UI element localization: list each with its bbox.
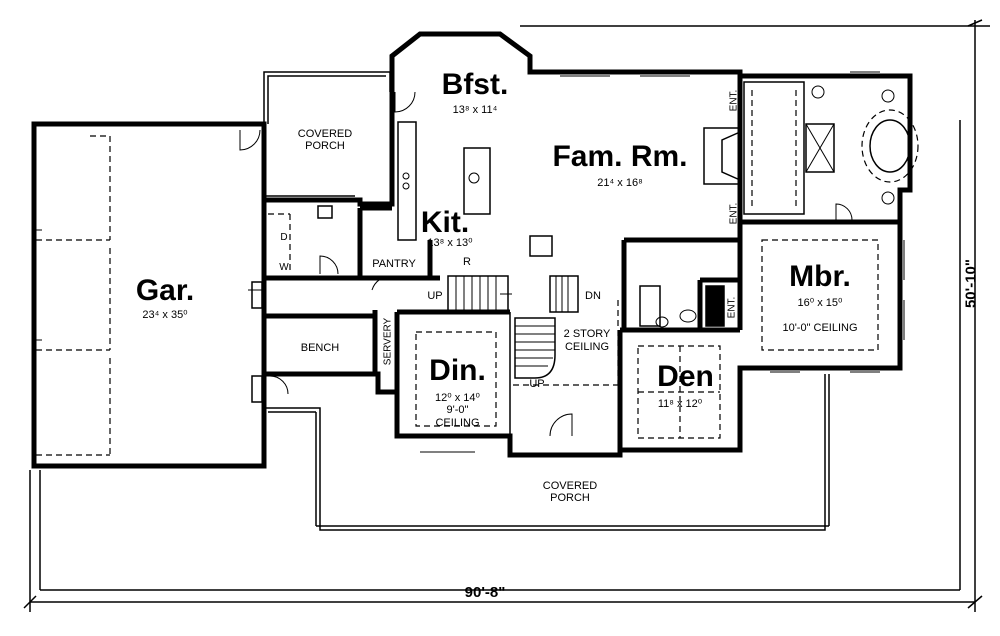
- family-room-dims: 21⁴ x 16⁸: [597, 177, 643, 189]
- dining-ceiling-label: CEILING: [435, 417, 480, 429]
- two-story-label-1: 2 STORY: [563, 328, 611, 340]
- door-markers: [251, 281, 263, 403]
- master-suite-fixtures: [743, 81, 919, 351]
- servery-label: SERVERY: [382, 317, 394, 366]
- r-label: R: [463, 256, 471, 268]
- two-story-label-2: CEILING: [564, 341, 609, 353]
- w-label: W: [279, 262, 289, 273]
- kitchen-fixtures: [394, 91, 491, 241]
- garage-name: Gar.: [135, 274, 195, 307]
- bench-label: BENCH: [300, 342, 340, 354]
- rear-porch-label-2: PORCH: [305, 140, 345, 152]
- breakfast-dims: 13⁸ x 11⁴: [452, 104, 498, 116]
- overall-dimension-lines: [23, 19, 990, 612]
- overall-width: 90'-8": [464, 584, 506, 601]
- ent-label-2: ENT.: [728, 202, 740, 225]
- dining-name: Din.: [429, 354, 486, 387]
- den-name: Den: [657, 360, 714, 393]
- main-house-walls: [261, 31, 913, 458]
- master-bedroom-ceiling: 10'-0" CEILING: [782, 322, 858, 334]
- front-porch-label-2: PORCH: [550, 492, 590, 504]
- rear-porch-label-1: COVERED: [297, 128, 353, 140]
- dining-dims: 12⁰ x 14⁰: [435, 392, 480, 404]
- dn-label: DN: [585, 290, 601, 302]
- dining-ceiling-height: 9'-0": [446, 404, 469, 416]
- family-room-name: Fam. Rm.: [552, 140, 688, 173]
- overall-depth: 50'-10": [962, 258, 980, 309]
- garage-dims: 23⁴ x 35⁰: [142, 309, 188, 321]
- pantry-label: PANTRY: [372, 258, 416, 270]
- den-dims: 11⁸ x 12⁰: [657, 398, 703, 410]
- ent-label-1: ENT.: [728, 89, 740, 112]
- ent-label-3: ENT.: [726, 296, 738, 319]
- breakfast-name: Bfst.: [441, 68, 509, 101]
- d-label: D: [280, 232, 288, 243]
- front-porch-label-1: COVERED: [542, 480, 598, 492]
- fireplace: [703, 127, 741, 185]
- utility-fixtures: [248, 205, 725, 437]
- windows: [420, 71, 905, 453]
- stairs: [447, 235, 579, 379]
- front-covered-porch: [264, 374, 830, 531]
- master-bedroom-name: Mbr.: [789, 260, 851, 293]
- kitchen-dims: 13⁸ x 13⁰: [427, 237, 473, 249]
- master-bedroom-dims: 16⁰ x 15⁰: [797, 297, 843, 309]
- up-stair-label: UP: [529, 378, 545, 390]
- up-left-label: UP: [427, 290, 443, 302]
- ceiling-outlines: [415, 300, 721, 439]
- kitchen-name: Kit.: [420, 206, 470, 239]
